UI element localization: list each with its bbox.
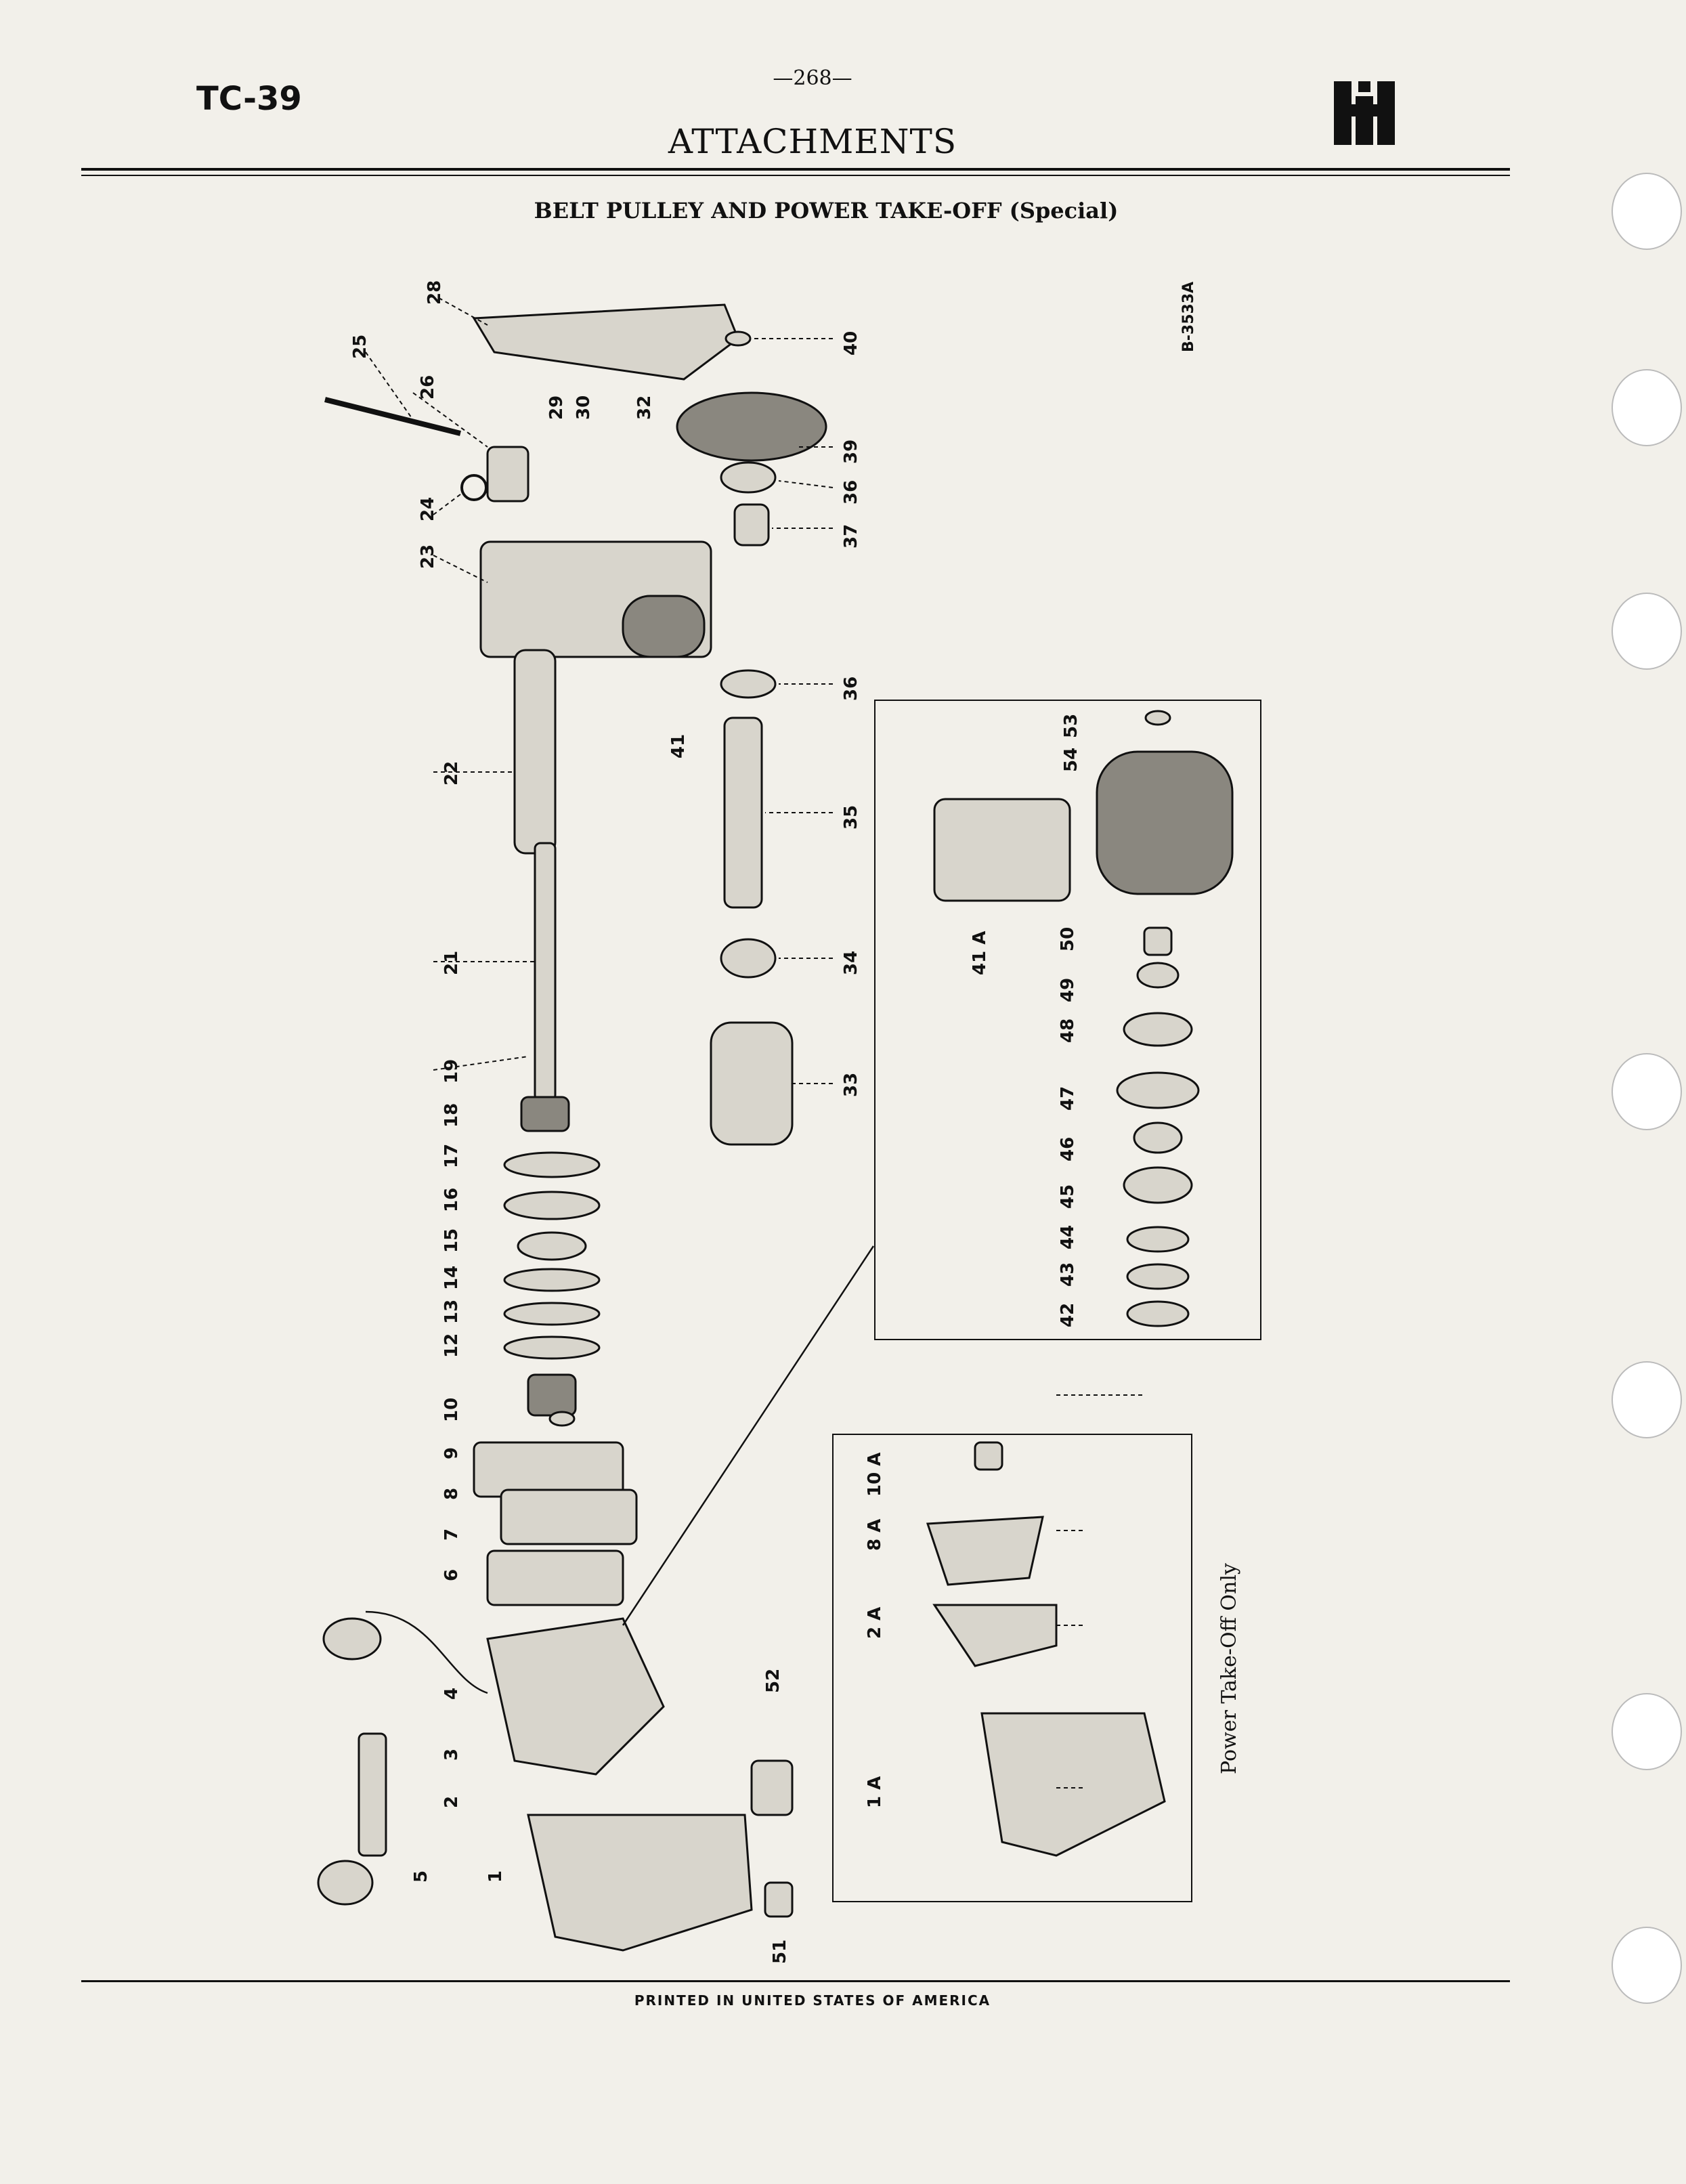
svg-text:51: 51 bbox=[770, 1940, 790, 1964]
callout-labels: 28 25 26 29 30 32 24 23 22 21 19 18 17 1… bbox=[350, 280, 1081, 1964]
international-harvester-logo-icon bbox=[1334, 81, 1395, 145]
svg-text:34: 34 bbox=[841, 951, 861, 975]
svg-text:5: 5 bbox=[411, 1870, 431, 1883]
footer-note: PRINTED IN UNITED STATES OF AMERICA bbox=[634, 1992, 991, 2009]
svg-text:49: 49 bbox=[1058, 978, 1078, 1002]
connector-line bbox=[622, 1245, 875, 1626]
svg-text:14: 14 bbox=[441, 1266, 462, 1290]
svg-text:29: 29 bbox=[546, 395, 567, 420]
svg-text:21: 21 bbox=[441, 951, 462, 975]
svg-text:15: 15 bbox=[441, 1228, 462, 1253]
svg-text:7: 7 bbox=[441, 1528, 462, 1541]
svg-text:8: 8 bbox=[441, 1488, 462, 1500]
svg-text:36: 36 bbox=[841, 480, 861, 505]
svg-text:42: 42 bbox=[1058, 1303, 1078, 1327]
svg-text:18: 18 bbox=[441, 1103, 462, 1128]
svg-text:9: 9 bbox=[441, 1447, 462, 1459]
svg-text:30: 30 bbox=[574, 395, 594, 420]
svg-text:41: 41 bbox=[668, 734, 689, 758]
svg-text:50: 50 bbox=[1058, 927, 1078, 951]
binder-hole bbox=[1612, 1693, 1682, 1770]
svg-text:22: 22 bbox=[441, 761, 462, 786]
catalog-code: TC-39 bbox=[196, 80, 302, 118]
svg-text:10 A: 10 A bbox=[865, 1453, 885, 1497]
footer-rule bbox=[81, 1980, 1510, 1982]
svg-text:25: 25 bbox=[350, 335, 370, 359]
svg-text:1 A: 1 A bbox=[865, 1776, 885, 1808]
svg-text:32: 32 bbox=[634, 395, 655, 420]
svg-text:40: 40 bbox=[841, 331, 861, 356]
svg-text:41 A: 41 A bbox=[970, 931, 990, 975]
svg-text:1: 1 bbox=[485, 1870, 506, 1883]
header-rule bbox=[81, 168, 1510, 171]
diagram-subtitle: BELT PULLEY AND POWER TAKE-OFF (Special) bbox=[534, 198, 1119, 223]
binder-hole bbox=[1612, 1927, 1682, 2004]
svg-text:28: 28 bbox=[425, 280, 445, 305]
svg-text:45: 45 bbox=[1058, 1184, 1078, 1209]
belt-pulley-inset bbox=[874, 700, 1261, 1340]
svg-text:24: 24 bbox=[418, 497, 438, 521]
svg-text:19: 19 bbox=[441, 1059, 462, 1084]
svg-text:47: 47 bbox=[1058, 1086, 1078, 1111]
svg-text:37: 37 bbox=[841, 524, 861, 549]
connector-line bbox=[365, 1610, 488, 1694]
binder-hole bbox=[1612, 593, 1682, 670]
svg-text:44: 44 bbox=[1058, 1225, 1078, 1249]
svg-text:48: 48 bbox=[1058, 1019, 1078, 1043]
svg-text:10: 10 bbox=[441, 1398, 462, 1422]
binder-hole bbox=[1612, 173, 1682, 250]
page-number: —268— bbox=[773, 66, 852, 90]
svg-text:26: 26 bbox=[418, 375, 438, 400]
svg-text:35: 35 bbox=[841, 805, 861, 830]
drawing-reference: B-3533A bbox=[1180, 282, 1197, 352]
svg-text:53: 53 bbox=[1061, 714, 1081, 738]
svg-text:23: 23 bbox=[418, 544, 438, 569]
svg-text:43: 43 bbox=[1058, 1262, 1078, 1287]
svg-text:12: 12 bbox=[441, 1333, 462, 1358]
svg-text:16: 16 bbox=[441, 1188, 462, 1212]
svg-text:54: 54 bbox=[1061, 748, 1081, 772]
binder-hole bbox=[1612, 369, 1682, 446]
svg-text:46: 46 bbox=[1058, 1137, 1078, 1161]
svg-text:2 A: 2 A bbox=[865, 1607, 885, 1639]
svg-text:17: 17 bbox=[441, 1144, 462, 1168]
svg-text:2: 2 bbox=[441, 1796, 462, 1808]
svg-text:52: 52 bbox=[763, 1669, 783, 1693]
binder-hole bbox=[1612, 1361, 1682, 1438]
svg-text:33: 33 bbox=[841, 1073, 861, 1097]
page-title: ATTACHMENTS bbox=[668, 122, 957, 161]
binder-hole bbox=[1612, 1053, 1682, 1130]
header-rule-thin bbox=[81, 175, 1510, 176]
svg-text:6: 6 bbox=[441, 1569, 462, 1581]
power-takeoff-only-label: Power Take-Off Only bbox=[1217, 1563, 1241, 1774]
svg-text:4: 4 bbox=[441, 1688, 462, 1700]
svg-text:39: 39 bbox=[841, 440, 861, 464]
svg-text:36: 36 bbox=[841, 677, 861, 701]
svg-text:3: 3 bbox=[441, 1749, 462, 1761]
svg-text:8 A: 8 A bbox=[865, 1519, 885, 1551]
power-takeoff-inset bbox=[832, 1434, 1192, 1902]
svg-text:13: 13 bbox=[441, 1300, 462, 1324]
